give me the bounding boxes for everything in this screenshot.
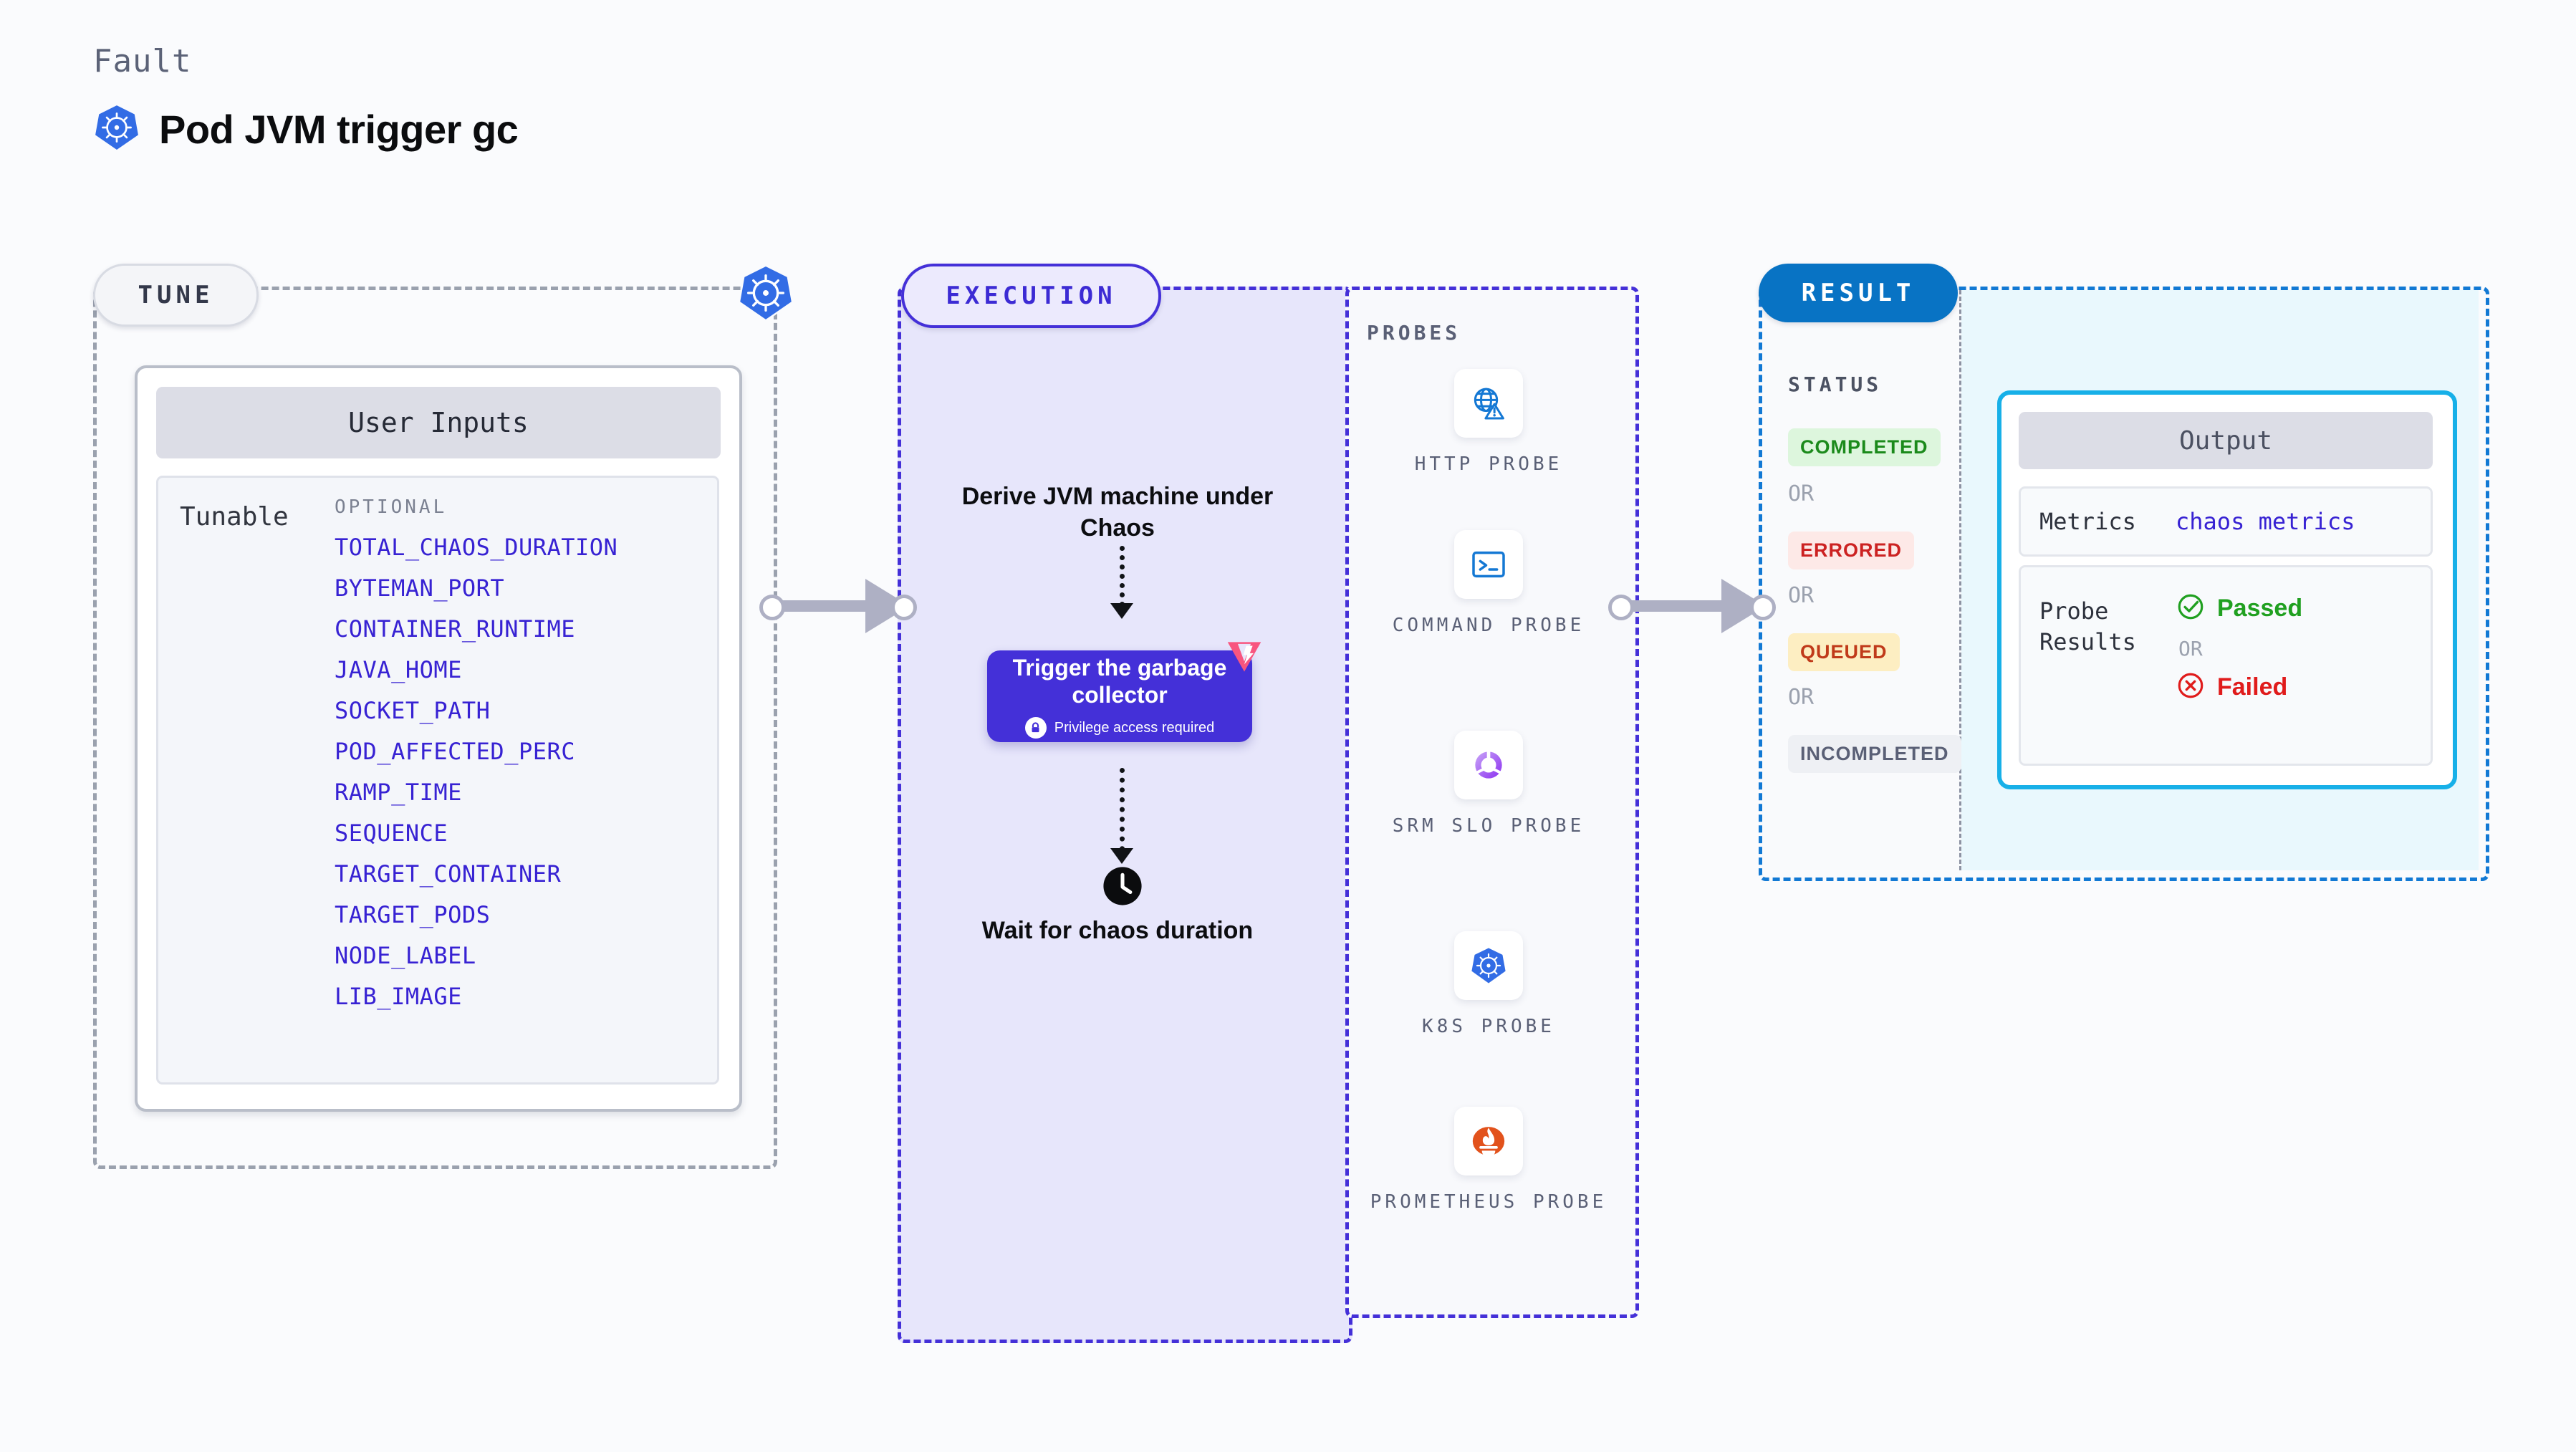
probe-item-prometheus[interactable]: PROMETHEUS PROBE (1345, 1107, 1632, 1215)
probes-section-label: PROBES (1367, 321, 1461, 345)
probe-label: PROMETHEUS PROBE (1370, 1191, 1607, 1213)
srm-slo-icon (1454, 731, 1523, 799)
probe-label: HTTP PROBE (1414, 453, 1563, 475)
clock-icon (1102, 865, 1143, 907)
x-circle-icon (2176, 670, 2206, 704)
or-label: OR (2178, 637, 2203, 660)
tunable-item[interactable]: RAMP_TIME (335, 779, 462, 806)
output-header: Output (2019, 412, 2433, 469)
tunable-item[interactable]: NODE_LABEL (335, 942, 476, 969)
tunable-list: OPTIONAL TOTAL_CHAOS_DURATION BYTEMAN_PO… (335, 496, 707, 1024)
or-label: OR (1788, 685, 1815, 710)
probe-item-srm-slo[interactable]: SRM SLO PROBE (1345, 731, 1632, 839)
flow-arrow-down (1110, 546, 1133, 619)
probe-item-command[interactable]: COMMAND PROBE (1345, 530, 1632, 638)
tunable-item[interactable]: CONTAINER_RUNTIME (335, 615, 576, 643)
probe-result-passed: Passed (2176, 592, 2302, 625)
tunable-item[interactable]: TOTAL_CHAOS_DURATION (335, 534, 618, 561)
execution-gc-card[interactable]: Trigger the garbage collector Privilege … (987, 642, 1261, 742)
status-badge-completed: COMPLETED (1788, 428, 1941, 466)
connector-execution-to-result (1608, 566, 1776, 645)
probe-result-failed: Failed (2176, 670, 2302, 704)
status-badge-errored: ERRORED (1788, 532, 1915, 569)
check-circle-icon (2176, 592, 2206, 625)
status-badge-incompleted: INCOMPLETED (1788, 735, 1961, 773)
output-card: Output Metrics chaos metrics Probe Resul… (1997, 390, 2457, 789)
execution-pill-label[interactable]: EXECUTION (901, 264, 1161, 328)
litmus-chaos-icon (1222, 635, 1267, 679)
probe-results-key: Probe Results (2039, 597, 2136, 656)
probe-label: COMMAND PROBE (1392, 615, 1585, 636)
globe-warning-icon (1454, 369, 1523, 438)
flow-arrow-down (1110, 768, 1133, 864)
fault-kicker: Fault (93, 43, 192, 80)
metrics-key: Metrics (2039, 508, 2136, 535)
status-badge-queued: QUEUED (1788, 633, 1900, 671)
kubernetes-icon (1454, 931, 1523, 1000)
failed-label: Failed (2217, 673, 2288, 701)
user-inputs-card: User Inputs Tunable OPTIONAL TOTAL_CHAOS… (135, 365, 742, 1112)
passed-label: Passed (2217, 595, 2303, 622)
tunable-item[interactable]: POD_AFFECTED_PERC (335, 738, 576, 765)
privilege-badge-text: Privilege access required (1054, 719, 1215, 736)
metrics-value[interactable]: chaos metrics (2176, 508, 2355, 535)
tunable-item[interactable]: TARGET_PODS (335, 901, 491, 928)
page-title-row: Pod JVM trigger gc (93, 104, 519, 155)
tunable-label: Tunable (180, 502, 289, 532)
metrics-row: Metrics chaos metrics (2019, 486, 2433, 557)
optional-label: OPTIONAL (335, 496, 448, 518)
tunable-item[interactable]: JAVA_HOME (335, 656, 462, 683)
result-status-column (1762, 290, 1961, 870)
result-pill-label[interactable]: RESULT (1759, 264, 1958, 322)
user-inputs-header: User Inputs (156, 387, 721, 458)
or-label: OR (1788, 481, 1815, 506)
privilege-badge: Privilege access required (1024, 717, 1215, 739)
kubernetes-icon (93, 104, 140, 155)
tune-section (93, 287, 777, 1169)
probe-results-values: Passed OR Failed (2176, 592, 2302, 704)
execution-step-wait: Wait for chaos duration (981, 917, 1254, 944)
probe-label: K8S PROBE (1422, 1016, 1555, 1037)
or-label: OR (1788, 583, 1815, 608)
tunable-item[interactable]: TARGET_CONTAINER (335, 860, 562, 888)
probe-item-k8s[interactable]: K8S PROBE (1345, 931, 1632, 1039)
probe-label: SRM SLO PROBE (1392, 815, 1585, 837)
tunable-item[interactable]: BYTEMAN_PORT (335, 574, 505, 602)
tune-pill-label[interactable]: TUNE (93, 264, 259, 327)
prometheus-icon (1454, 1107, 1523, 1175)
probe-item-http[interactable]: HTTP PROBE (1345, 369, 1632, 477)
page-header: Fault Pod JVM trigger gc (93, 43, 519, 155)
execution-section (898, 287, 1352, 1343)
connector-tune-to-execution (759, 566, 917, 645)
probe-results-row: Probe Results Passed OR (2019, 565, 2433, 766)
status-label: STATUS (1788, 372, 1883, 396)
execution-gc-card-title: Trigger the garbage collector (1012, 654, 1227, 708)
tunable-item[interactable]: SEQUENCE (335, 819, 448, 847)
kubernetes-icon (736, 264, 795, 322)
page-title: Pod JVM trigger gc (159, 107, 519, 152)
terminal-icon (1454, 530, 1523, 599)
execution-step-derive: Derive JVM machine under Chaos (961, 483, 1274, 542)
tunable-panel: Tunable OPTIONAL TOTAL_CHAOS_DURATION BY… (156, 476, 719, 1085)
tunable-item[interactable]: SOCKET_PATH (335, 697, 491, 724)
tunable-item[interactable]: LIB_IMAGE (335, 983, 462, 1010)
lock-icon (1024, 717, 1047, 739)
